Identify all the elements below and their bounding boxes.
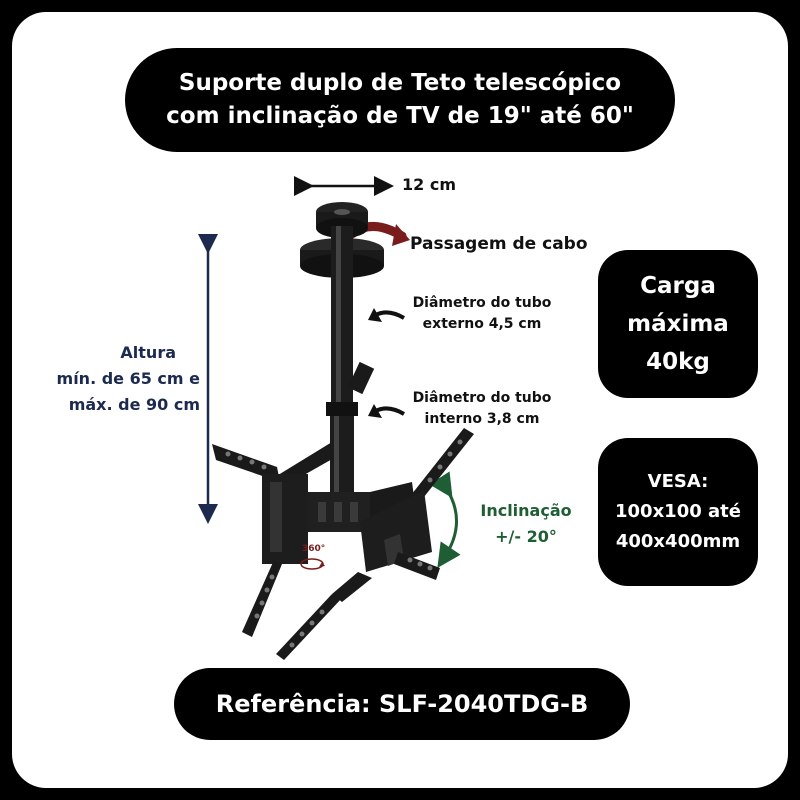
inner-tube-label: Diâmetro do tubo interno 3,8 cm <box>392 388 572 430</box>
left-vesa-arm-bottom <box>242 560 282 637</box>
vesa-line-3: 400x400mm <box>615 531 741 552</box>
title-banner: Suporte duplo de Teto telescópico com in… <box>125 48 675 152</box>
tilt-label-line-2: +/- 20° <box>495 527 557 546</box>
height-label-line-1: Altura <box>120 343 176 362</box>
rotation-label: 360° <box>302 544 326 554</box>
height-label: Altura mín. de 65 cm e máx. de 90 cm <box>30 340 200 418</box>
vesa-box: VESA: 100x100 até 400x400mm <box>598 438 758 586</box>
inner-tube-label-line-1: Diâmetro do tubo <box>412 390 552 406</box>
height-label-line-2: mín. de 65 cm e <box>56 369 200 388</box>
height-label-line-3: máx. de 90 cm <box>68 395 200 414</box>
vesa-line-2: 100x100 até <box>615 501 741 522</box>
outer-tube <box>331 226 353 406</box>
title-line-1: Suporte duplo de Teto telescópico <box>178 70 622 96</box>
right-vesa-arm-side <box>394 552 440 580</box>
right-vesa-arm-top <box>404 428 474 512</box>
tilt-label-line-1: Inclinação <box>480 501 572 520</box>
tilt-label: Inclinação +/- 20° <box>464 498 588 550</box>
ceiling-mount-illustration <box>198 176 474 660</box>
vesa-line-1: VESA: <box>647 471 709 492</box>
max-load-line-1: Carga <box>640 273 716 299</box>
title-line-2: com inclinação de TV de 19" até 60" <box>166 103 634 129</box>
product-card: Suporte duplo de Teto telescópico com in… <box>12 12 788 788</box>
reference-text: Referência: SLF-2040TDG-B <box>215 690 589 718</box>
outer-tube-label-line-1: Diâmetro do tubo <box>412 295 552 311</box>
cable-label: Passagem de cabo <box>410 234 588 254</box>
width-label: 12 cm <box>402 175 456 194</box>
outer-tube-label: Diâmetro do tubo externo 4,5 cm <box>392 293 572 335</box>
outer-tube-label-line-2: externo 4,5 cm <box>422 316 542 332</box>
max-load-line-3: 40kg <box>646 349 710 375</box>
reference-banner: Referência: SLF-2040TDG-B <box>174 668 630 740</box>
tilt-arc-icon <box>429 471 461 568</box>
right-vesa-arm-bottom <box>276 594 342 660</box>
inner-tube-label-line-2: interno 3,8 cm <box>424 411 540 427</box>
max-load-line-2: máxima <box>627 311 729 337</box>
max-load-box: Carga máxima 40kg <box>598 250 758 398</box>
